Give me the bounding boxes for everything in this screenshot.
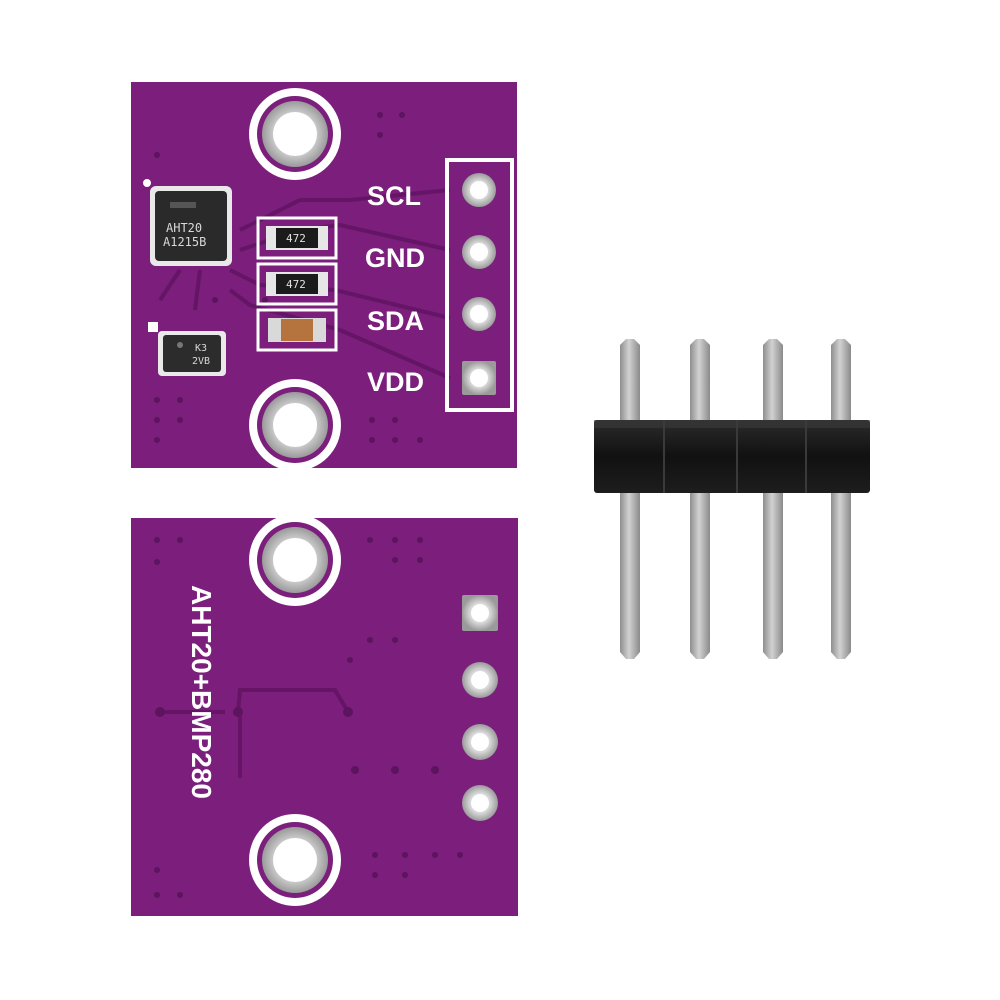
back-board: AHT20+BMP280 xyxy=(131,514,518,916)
capacitor xyxy=(256,308,338,352)
header-pin-4 xyxy=(831,339,851,659)
back-mounting-hole-top xyxy=(249,514,341,606)
header-pin-2 xyxy=(690,339,710,659)
aht20-chip: AHT20 A1215B xyxy=(143,179,232,266)
aht20-chip-text-line1: AHT20 xyxy=(166,221,202,235)
back-mounting-hole-bottom xyxy=(249,814,341,906)
header-plastic-body xyxy=(594,420,870,493)
resistor-1: 472 xyxy=(256,216,338,260)
aht20-chip-text-line2: A1215B xyxy=(163,235,206,249)
back-traces xyxy=(160,688,350,778)
resistor-2-value: 472 xyxy=(286,278,306,291)
back-vias xyxy=(154,537,463,898)
pin-label-gnd: GND xyxy=(365,243,425,273)
header-pin-1 xyxy=(620,339,640,659)
back-trace-pads xyxy=(155,707,353,717)
bmp280-chip-text-line1: K3 xyxy=(195,343,207,354)
pin-header xyxy=(594,339,870,659)
back-header-pads xyxy=(462,595,498,821)
pin-label-sda: SDA xyxy=(367,306,424,336)
bmp280-chip: K3 2VB xyxy=(148,322,226,376)
front-mounting-hole-top xyxy=(249,88,341,180)
front-mounting-hole-bottom xyxy=(249,379,341,471)
front-header-pads xyxy=(462,173,496,395)
back-board-label: AHT20+BMP280 xyxy=(186,585,217,799)
pin-label-vdd: VDD xyxy=(367,367,424,397)
bmp280-chip-text-line2: 2VB xyxy=(192,356,210,367)
front-vias xyxy=(154,112,423,443)
front-board: AHT20 A1215B K3 2VB 472 472 xyxy=(131,82,517,471)
resistor-2: 472 xyxy=(256,262,338,306)
header-pin-3 xyxy=(763,339,783,659)
pin-label-scl: SCL xyxy=(367,181,421,211)
resistor-1-value: 472 xyxy=(286,232,306,245)
front-header-outline xyxy=(445,158,514,412)
